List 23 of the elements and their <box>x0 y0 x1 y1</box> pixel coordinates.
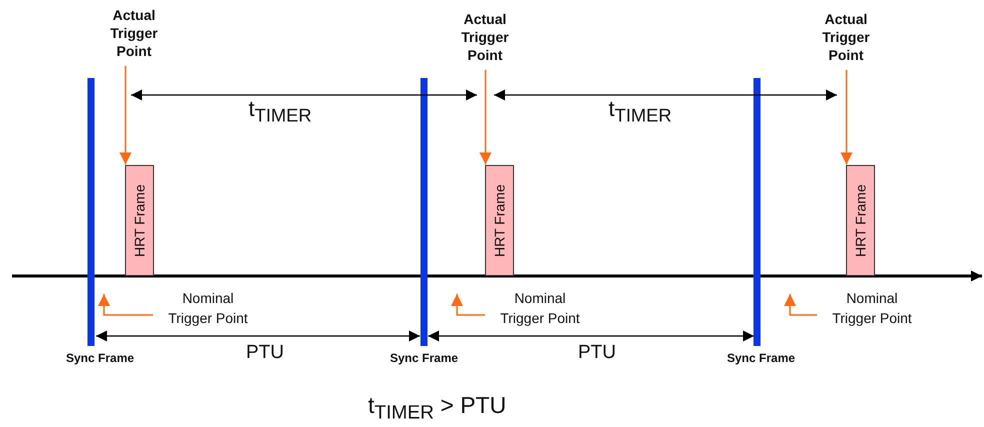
dimension-label: PTU <box>578 342 616 364</box>
frame-box: HRT Frame <box>485 165 514 276</box>
caption: t$_{TIMER}$ > PTU <box>368 392 506 425</box>
dimension-label: t$_{TIMER}$ <box>248 96 312 126</box>
dimension-label: t$_{TIMER}$ <box>608 96 672 126</box>
callout-text: Actual Trigger Point <box>445 10 525 66</box>
bar-label: Sync Frame <box>66 351 134 365</box>
bar-label: Sync Frame <box>727 351 796 365</box>
arrow <box>840 70 852 164</box>
bar-label: Sync Frame <box>390 351 458 365</box>
leader-arrow <box>451 294 485 316</box>
leader-arrow <box>784 294 817 316</box>
callout-text: Nominal Trigger Point <box>495 288 585 328</box>
callout-text: Actual Trigger Point <box>806 10 886 66</box>
callout-text: Actual Trigger Point <box>94 6 174 62</box>
callout-text: Nominal Trigger Point <box>827 288 917 328</box>
frame-box: HRT Frame <box>125 165 154 276</box>
arrow <box>480 70 492 164</box>
callout-text: Nominal Trigger Point <box>163 288 253 328</box>
dimension-label: PTU <box>246 342 284 364</box>
frame-box: HRT Frame <box>846 165 875 276</box>
leader-arrow <box>98 294 153 316</box>
arrow <box>120 66 132 164</box>
